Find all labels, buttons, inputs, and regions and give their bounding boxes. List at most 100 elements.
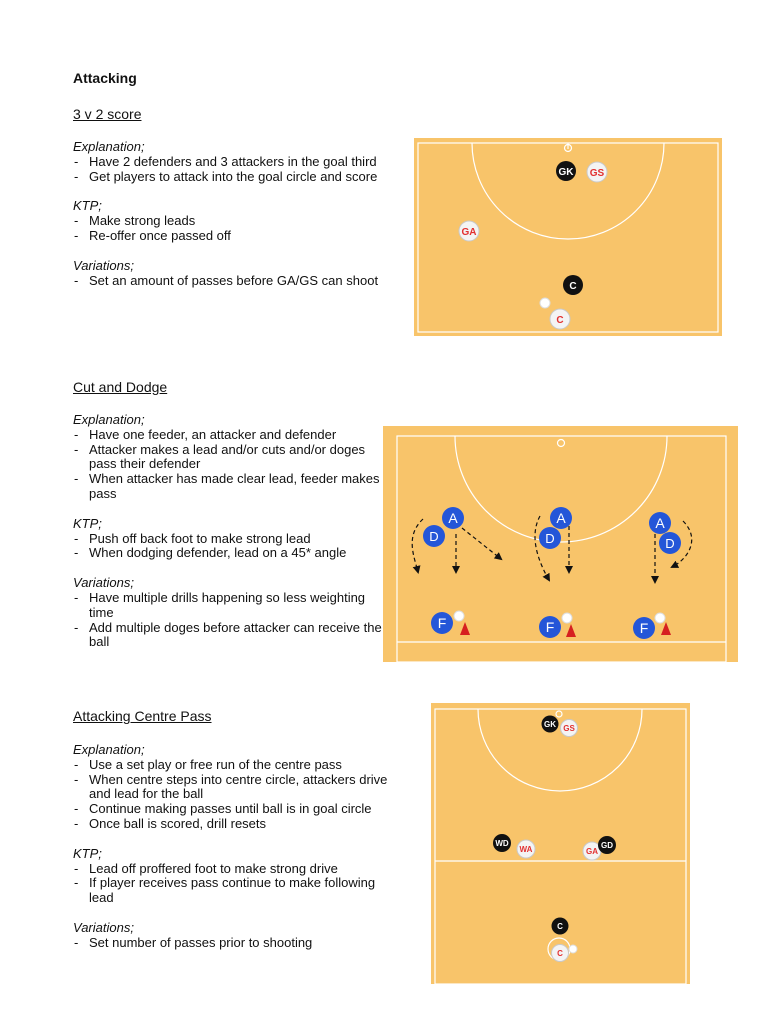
feeder-station: F [633,612,671,639]
svg-text:GS: GS [590,168,605,179]
player-c-attacker: C [549,308,571,330]
lead-arrow [670,520,693,568]
goal-circle [471,142,665,240]
court-boundary [434,708,687,984]
ball [654,612,666,624]
player-gs: GS [586,161,608,183]
ktp-label: KTP; [73,198,102,214]
svg-text:GK: GK [559,167,575,178]
player-gs: GS [560,719,578,737]
court-diagram-3v2: GK GS GA C C [414,138,722,336]
explanation-item: When centre steps into centre circle, at… [73,772,393,803]
goal-circle [477,708,643,792]
variations-label: Variations; [73,575,134,591]
player-ga: GA [458,220,480,242]
section-title-cut-and-dodge: Cut and Dodge [73,379,168,395]
cone [661,622,671,635]
player-gk: GK [541,715,559,733]
explanation-item: Have 2 defenders and 3 attackers in the … [73,154,393,170]
attacker-token: A [649,512,671,534]
feeder-token [431,612,453,634]
defender-token: D [423,525,445,547]
ball [568,944,578,954]
ktp-item: Make strong leads [73,213,393,229]
variations-label: Variations; [73,257,134,273]
player-wd: WD [493,834,511,852]
ktp-item: Re-offer once passed off [73,228,393,244]
ktp-label: KTP; [73,515,102,531]
svg-text:A: A [655,515,665,531]
section-title-3v2: 3 v 2 score [73,106,142,122]
explanation-label: Explanation; [73,742,145,757]
player-gd: GD [598,836,616,854]
player-c-defender: C [563,275,583,295]
cone [566,624,576,637]
explanation-item: Attacker makes a lead and/or cuts and/or… [73,442,393,473]
attacker-token: A [550,507,572,529]
ball [453,610,465,622]
page-heading: Attacking [73,70,137,86]
lead-arrow [411,518,424,574]
section-text-cut-and-dodge: Explanation; Have one feeder, an attacke… [73,412,393,651]
ktp-item: If player receives pass continue to make… [73,876,393,906]
ktp-item: When dodging defender, lead on a 45* ang… [73,546,393,561]
section-text-3v2: Explanation; Have 2 defenders and 3 atta… [73,139,393,288]
variations-item: Set number of passes prior to shooting [73,935,393,951]
court-boundary [396,435,727,662]
cone [460,622,470,635]
explanation-item: When attacker has made clear lead, feede… [73,471,393,502]
explanation-item: Use a set play or free run of the centre… [73,757,393,773]
attacker-token: A [442,507,464,529]
variations-label: Variations; [73,919,134,935]
svg-text:C: C [569,281,576,292]
player-c-defender: C [551,917,569,935]
svg-text:C: C [557,922,563,931]
player-c-attacker: C [551,944,569,962]
svg-text:C: C [556,315,563,326]
svg-text:A: A [448,510,458,526]
explanation-item: Continue making passes until ball is in … [73,801,393,817]
feeder-station: F [431,610,470,635]
svg-text:GA: GA [586,847,598,856]
section-text-attacking-centre-pass: Explanation; Use a set play or free run … [73,742,393,951]
defender-token: D [539,527,561,549]
section-title-attacking-centre-pass: Attacking Centre Pass [73,708,212,724]
player-gk: GK [556,161,576,181]
ball [561,612,573,624]
explanation-label: Explanation; [73,412,145,427]
svg-text:D: D [429,529,438,544]
svg-text:F: F [546,619,555,635]
explanation-item: Have one feeder, an attacker and defende… [73,427,393,443]
feeder-station: F [539,612,576,638]
explanation-item: Once ball is scored, drill resets [73,816,393,832]
svg-text:D: D [665,536,674,551]
svg-text:D: D [545,531,554,546]
svg-text:F: F [640,620,649,636]
explanation-item: Get players to attack into the goal circ… [73,169,393,185]
ktp-label: KTP; [73,845,102,861]
feeder-token [539,616,561,638]
player-wa: WA [516,839,536,859]
ball [539,297,551,309]
variations-item: Have multiple drills happening so less w… [73,590,393,621]
svg-text:C: C [557,949,563,958]
svg-text:WA: WA [520,845,533,854]
svg-text:GA: GA [462,227,477,238]
goal-ring [556,438,566,448]
svg-text:F: F [438,615,447,631]
ktp-item: Lead off proffered foot to make strong d… [73,861,393,877]
svg-text:GS: GS [563,724,575,733]
goal-ring [563,143,573,153]
court-diagram-centre-pass: GK GS WD WA GA GD C C [431,703,690,984]
svg-text:WD: WD [495,839,509,848]
ktp-item: Push off back foot to make strong lead [73,531,393,547]
svg-text:GD: GD [601,841,613,850]
lead-arrow [461,527,503,561]
defender-token: D [659,532,681,554]
feeder-token [633,617,655,639]
variations-item: Add multiple doges before attacker can r… [73,620,393,651]
svg-text:GK: GK [544,720,556,729]
court-diagram-cut-and-dodge: A D A D A D F F F [383,426,738,662]
svg-text:A: A [556,510,566,526]
explanation-label: Explanation; [73,139,145,154]
